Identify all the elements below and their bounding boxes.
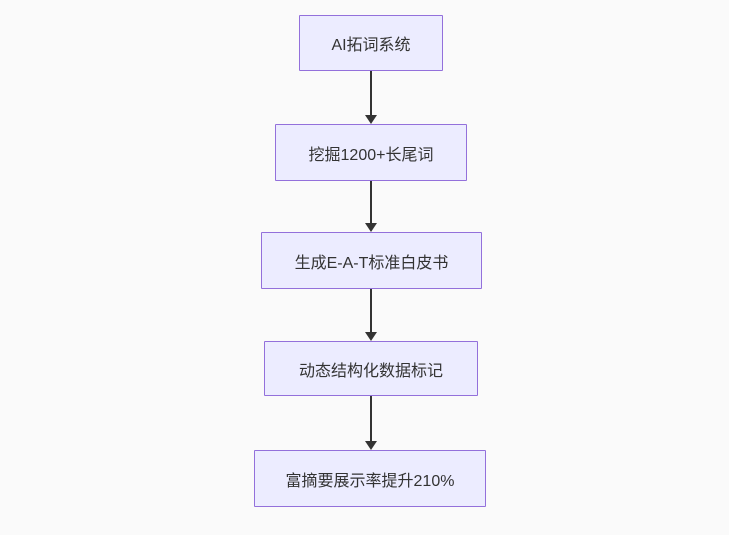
arrow-head-icon <box>365 332 377 341</box>
flow-node-label: 富摘要展示率提升210% <box>285 472 455 490</box>
flow-node-eat-whitepaper: 生成E-A-T标准白皮书 <box>261 232 482 289</box>
arrow-line <box>370 289 372 332</box>
arrow-line <box>370 71 372 115</box>
flow-node-label: 生成E-A-T标准白皮书 <box>294 254 449 272</box>
arrow-head-icon <box>365 441 377 450</box>
arrow-head-icon <box>365 115 377 124</box>
flow-node-label: 动态结构化数据标记 <box>298 362 443 380</box>
flow-edge-3 <box>365 289 377 341</box>
flow-edge-1 <box>365 71 377 124</box>
flow-edge-2 <box>365 181 377 232</box>
flow-node-rich-snippet-result: 富摘要展示率提升210% <box>254 450 486 507</box>
flow-edge-4 <box>365 396 377 450</box>
flow-node-label: AI拓词系统 <box>331 37 411 54</box>
arrow-line <box>370 396 372 441</box>
flow-node-label: 挖掘1200+长尾词 <box>308 146 434 164</box>
flow-node-ai-keyword-system: AI拓词系统 <box>299 15 443 71</box>
arrow-head-icon <box>365 223 377 232</box>
arrow-line <box>370 181 372 223</box>
flow-node-structured-data-markup: 动态结构化数据标记 <box>264 341 478 396</box>
flow-node-longtail-mining: 挖掘1200+长尾词 <box>275 124 467 181</box>
